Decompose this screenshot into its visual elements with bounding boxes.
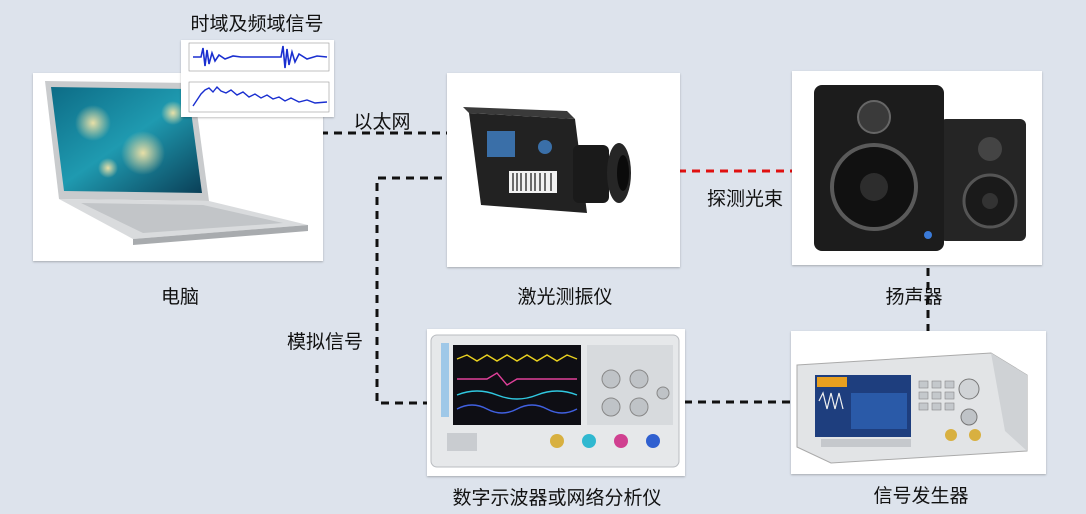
vibrometer-card — [447, 73, 680, 267]
oscilloscope-label: 数字示波器或网络分析仪 — [452, 487, 662, 509]
oscilloscope-icon — [430, 334, 680, 468]
laptop-icon — [45, 81, 308, 245]
ethernet-label: 以太网 — [353, 111, 411, 133]
analog-signal-label: 模拟信号 — [286, 331, 363, 353]
plot-title: 时域及频域信号 — [190, 13, 324, 35]
computer-label: 电脑 — [160, 286, 199, 308]
signal-generator-icon — [796, 352, 1028, 464]
signal-plot-icon — [188, 42, 330, 113]
generator-label: 信号发生器 — [873, 485, 969, 507]
oscilloscope-card — [427, 329, 685, 476]
laser-vibrometer-icon — [463, 107, 631, 213]
speaker-icon — [814, 85, 1026, 251]
generator-card — [791, 331, 1046, 474]
speaker-card — [792, 71, 1042, 265]
speaker-label: 扬声器 — [885, 286, 943, 308]
probe-beam-label: 探测光束 — [706, 188, 783, 210]
vibrometer-label: 激光测振仪 — [517, 286, 613, 308]
signal-plot — [181, 40, 334, 117]
